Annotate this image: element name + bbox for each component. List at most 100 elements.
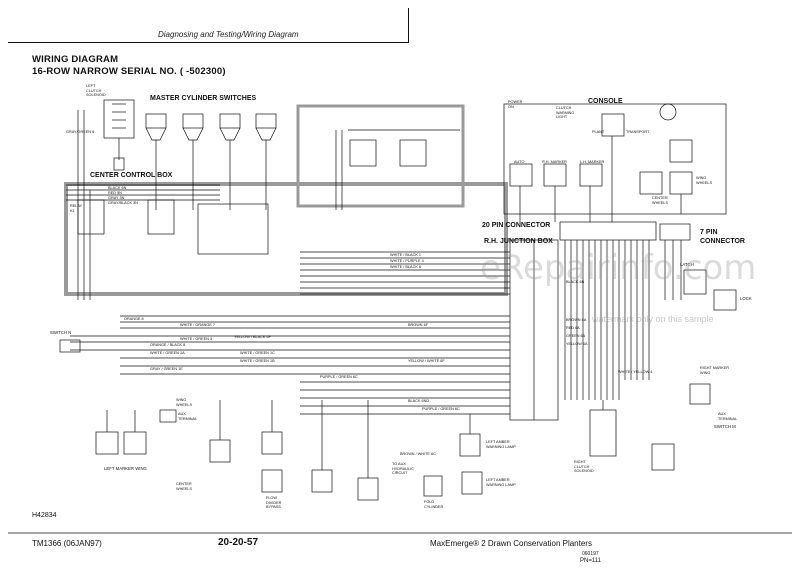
wire-label: RED 6A (566, 326, 580, 330)
flow-divider-bypass (261, 469, 283, 493)
figure-id: H42834 (32, 512, 57, 519)
latch-switch (683, 269, 707, 295)
clutch-relay-2 (399, 139, 427, 167)
latch-label: LATCH (680, 262, 694, 267)
lh-marker-label: L.H. MARKER (580, 160, 605, 164)
main-bus-frame (64, 182, 508, 296)
power-on-label: POWER ON (508, 100, 523, 109)
right-marker-wing (689, 383, 711, 405)
wire-label: GRAY 3N (108, 196, 125, 200)
auto-label: AUTO (514, 160, 525, 164)
aux-terminal-left (159, 409, 177, 423)
wire-label: WHITE / ORANGE 7 (180, 323, 216, 327)
warning-lamp-1-label: LEFT AMBER WARNING LAMP (486, 440, 516, 449)
wire-label: WHITE / BLACK 6 (390, 265, 422, 269)
center-control-box-label: CENTER CONTROL BOX (90, 172, 173, 179)
warning-lamp-b (461, 471, 483, 495)
wire-label: GRAY/BLACK 3N (108, 201, 138, 205)
relay-k1-label: RELAY K1 (70, 204, 83, 213)
center-wheels-valve (209, 439, 231, 463)
center-wheels-console-label: CENTER WHEELS (652, 196, 669, 205)
control-box-terminals (197, 203, 269, 255)
aux-terminal-right-label: AUX TERMINAL (718, 412, 738, 421)
master-cylinder-switches-label: MASTER CYLINDER SWITCHES (150, 95, 257, 102)
wire-label: WHITE / GREEN 3 (180, 337, 213, 341)
manual-title: MaxEmerge® 2 Drawn Conservation Planters (430, 539, 592, 548)
wire-label: PURPLE / GREEN 6C (422, 407, 460, 411)
plant-label: PLANT (592, 130, 605, 134)
wire-label: ORANGE 8 (124, 317, 144, 321)
right-clutch-solenoid (589, 409, 617, 457)
switch-m (651, 443, 675, 471)
wire-label: RED 5N (108, 191, 122, 195)
wire-label: BLACK 6ND (408, 399, 430, 403)
left-clutch-solenoid-connector (103, 99, 135, 139)
flow-divider-bypass-label: FLOW DIVIDER BYPASS (266, 496, 282, 509)
wire-label: WHITE / GREEN 1C (240, 351, 275, 355)
clutch-warning-light-label: CLUTCH WARNING LIGHT (556, 106, 575, 119)
wing-wheels-left-label: WING WHEELS (176, 398, 193, 407)
page-code: 060197 (582, 551, 599, 557)
fold-cylinder-label: FOLD CYLINDER (424, 500, 444, 509)
console-light (659, 103, 677, 121)
warning-lamp-a (459, 433, 481, 457)
wire-label: BLACK 6N (108, 186, 127, 190)
manual-id: TM1366 (06JAN97) (32, 539, 102, 548)
left-clutch-solenoid (113, 157, 125, 171)
wire-label: BLACK 6B (566, 280, 585, 284)
aux-terminal-left-label: AUX TERMINAL (178, 412, 198, 421)
fold-cylinder-valve (357, 477, 379, 501)
right-marker-wing-label: RIGHT MARKER WING (700, 366, 730, 375)
fold-cylinder (423, 475, 443, 497)
wire-label: ORANGE / BLACK 8 (150, 343, 186, 347)
diagram-title: WIRING DIAGRAM (32, 54, 119, 65)
lock-label: LOCK (740, 296, 752, 301)
switch-n (59, 339, 81, 353)
header-subtitle: Diagnosing and Testing/Wiring Diagram (158, 30, 299, 39)
left-marker-wing-2 (123, 431, 147, 455)
wire-label: BROWN 6F (408, 323, 429, 327)
left-clutch-solenoid-label: LEFT CLUTCH SOLENOID (86, 84, 106, 97)
header-frame (8, 8, 409, 43)
console-box (503, 103, 727, 215)
wire-label: GREEN 6A (566, 334, 586, 338)
switch-m-label: SWITCH M (714, 424, 736, 429)
seven-pin-connector-label: 7 PIN CONNECTOR (700, 229, 745, 245)
wire-label: GRAY/GREEN 6 (66, 130, 95, 134)
twenty-pin-connector-label: 20 PIN CONNECTOR (482, 222, 551, 229)
rh-marker-label: R.H. MARKER (542, 160, 567, 164)
pn-label: PN=111 (580, 558, 601, 564)
page-number: 20-20-57 (218, 537, 259, 548)
warning-lamp-2-label: LEFT AMBER WARNING LAMP (486, 478, 516, 487)
transport-label: TRANSPORT (626, 130, 650, 134)
wire-label: WHITE / GREEN 1A (150, 351, 185, 355)
wing-wheels-label: WING WHEELS (696, 176, 713, 185)
wire-label: WHITE / BLACK 1 (390, 253, 422, 257)
wire-label: GRAY / GREEN 1E (150, 367, 183, 371)
wire-label: PURPLE / GREEN 6C (320, 375, 358, 379)
wire-label: WHITE / YELLOW 4 (618, 370, 653, 374)
watermark-sub: watermark only on this sample (592, 314, 714, 324)
wire-label: WHITE / PURPLE 4 (390, 259, 424, 263)
seven-pin-connector (659, 223, 691, 241)
switch-n-label: SWITCH N (50, 330, 72, 335)
wire-label: YELLOW 6A (566, 342, 588, 346)
rh-junction-box-label: R.H. JUNCTION BOX (484, 238, 553, 245)
wire-label: WHITE / GREEN 1B (240, 359, 275, 363)
watermark: eRepairinfo.com (480, 248, 757, 288)
flow-divider-valve (261, 431, 283, 455)
twenty-pin-connector (559, 221, 657, 241)
upper-bus-frame (296, 104, 465, 208)
left-marker-wing-1 (95, 431, 119, 455)
console-label: CONSOLE (588, 98, 623, 105)
diagram-serial: 16-ROW NARROW SERIAL NO. ( -502300) (32, 66, 226, 77)
aux-hydraulic-label: TO AUX. HYDRAULIC CIRCUIT (392, 462, 414, 475)
master-cylinder-switches (145, 113, 277, 141)
wire-label: YELLOW / BLACK 6F (234, 335, 271, 339)
relay-k2 (147, 199, 175, 235)
right-clutch-solenoid-label: RIGHT CLUTCH SOLENOID (574, 460, 594, 473)
wire-label: YELLOW / WHITE 6F (408, 359, 445, 363)
aux-valve-a (311, 469, 333, 493)
lock-switch (713, 289, 737, 311)
